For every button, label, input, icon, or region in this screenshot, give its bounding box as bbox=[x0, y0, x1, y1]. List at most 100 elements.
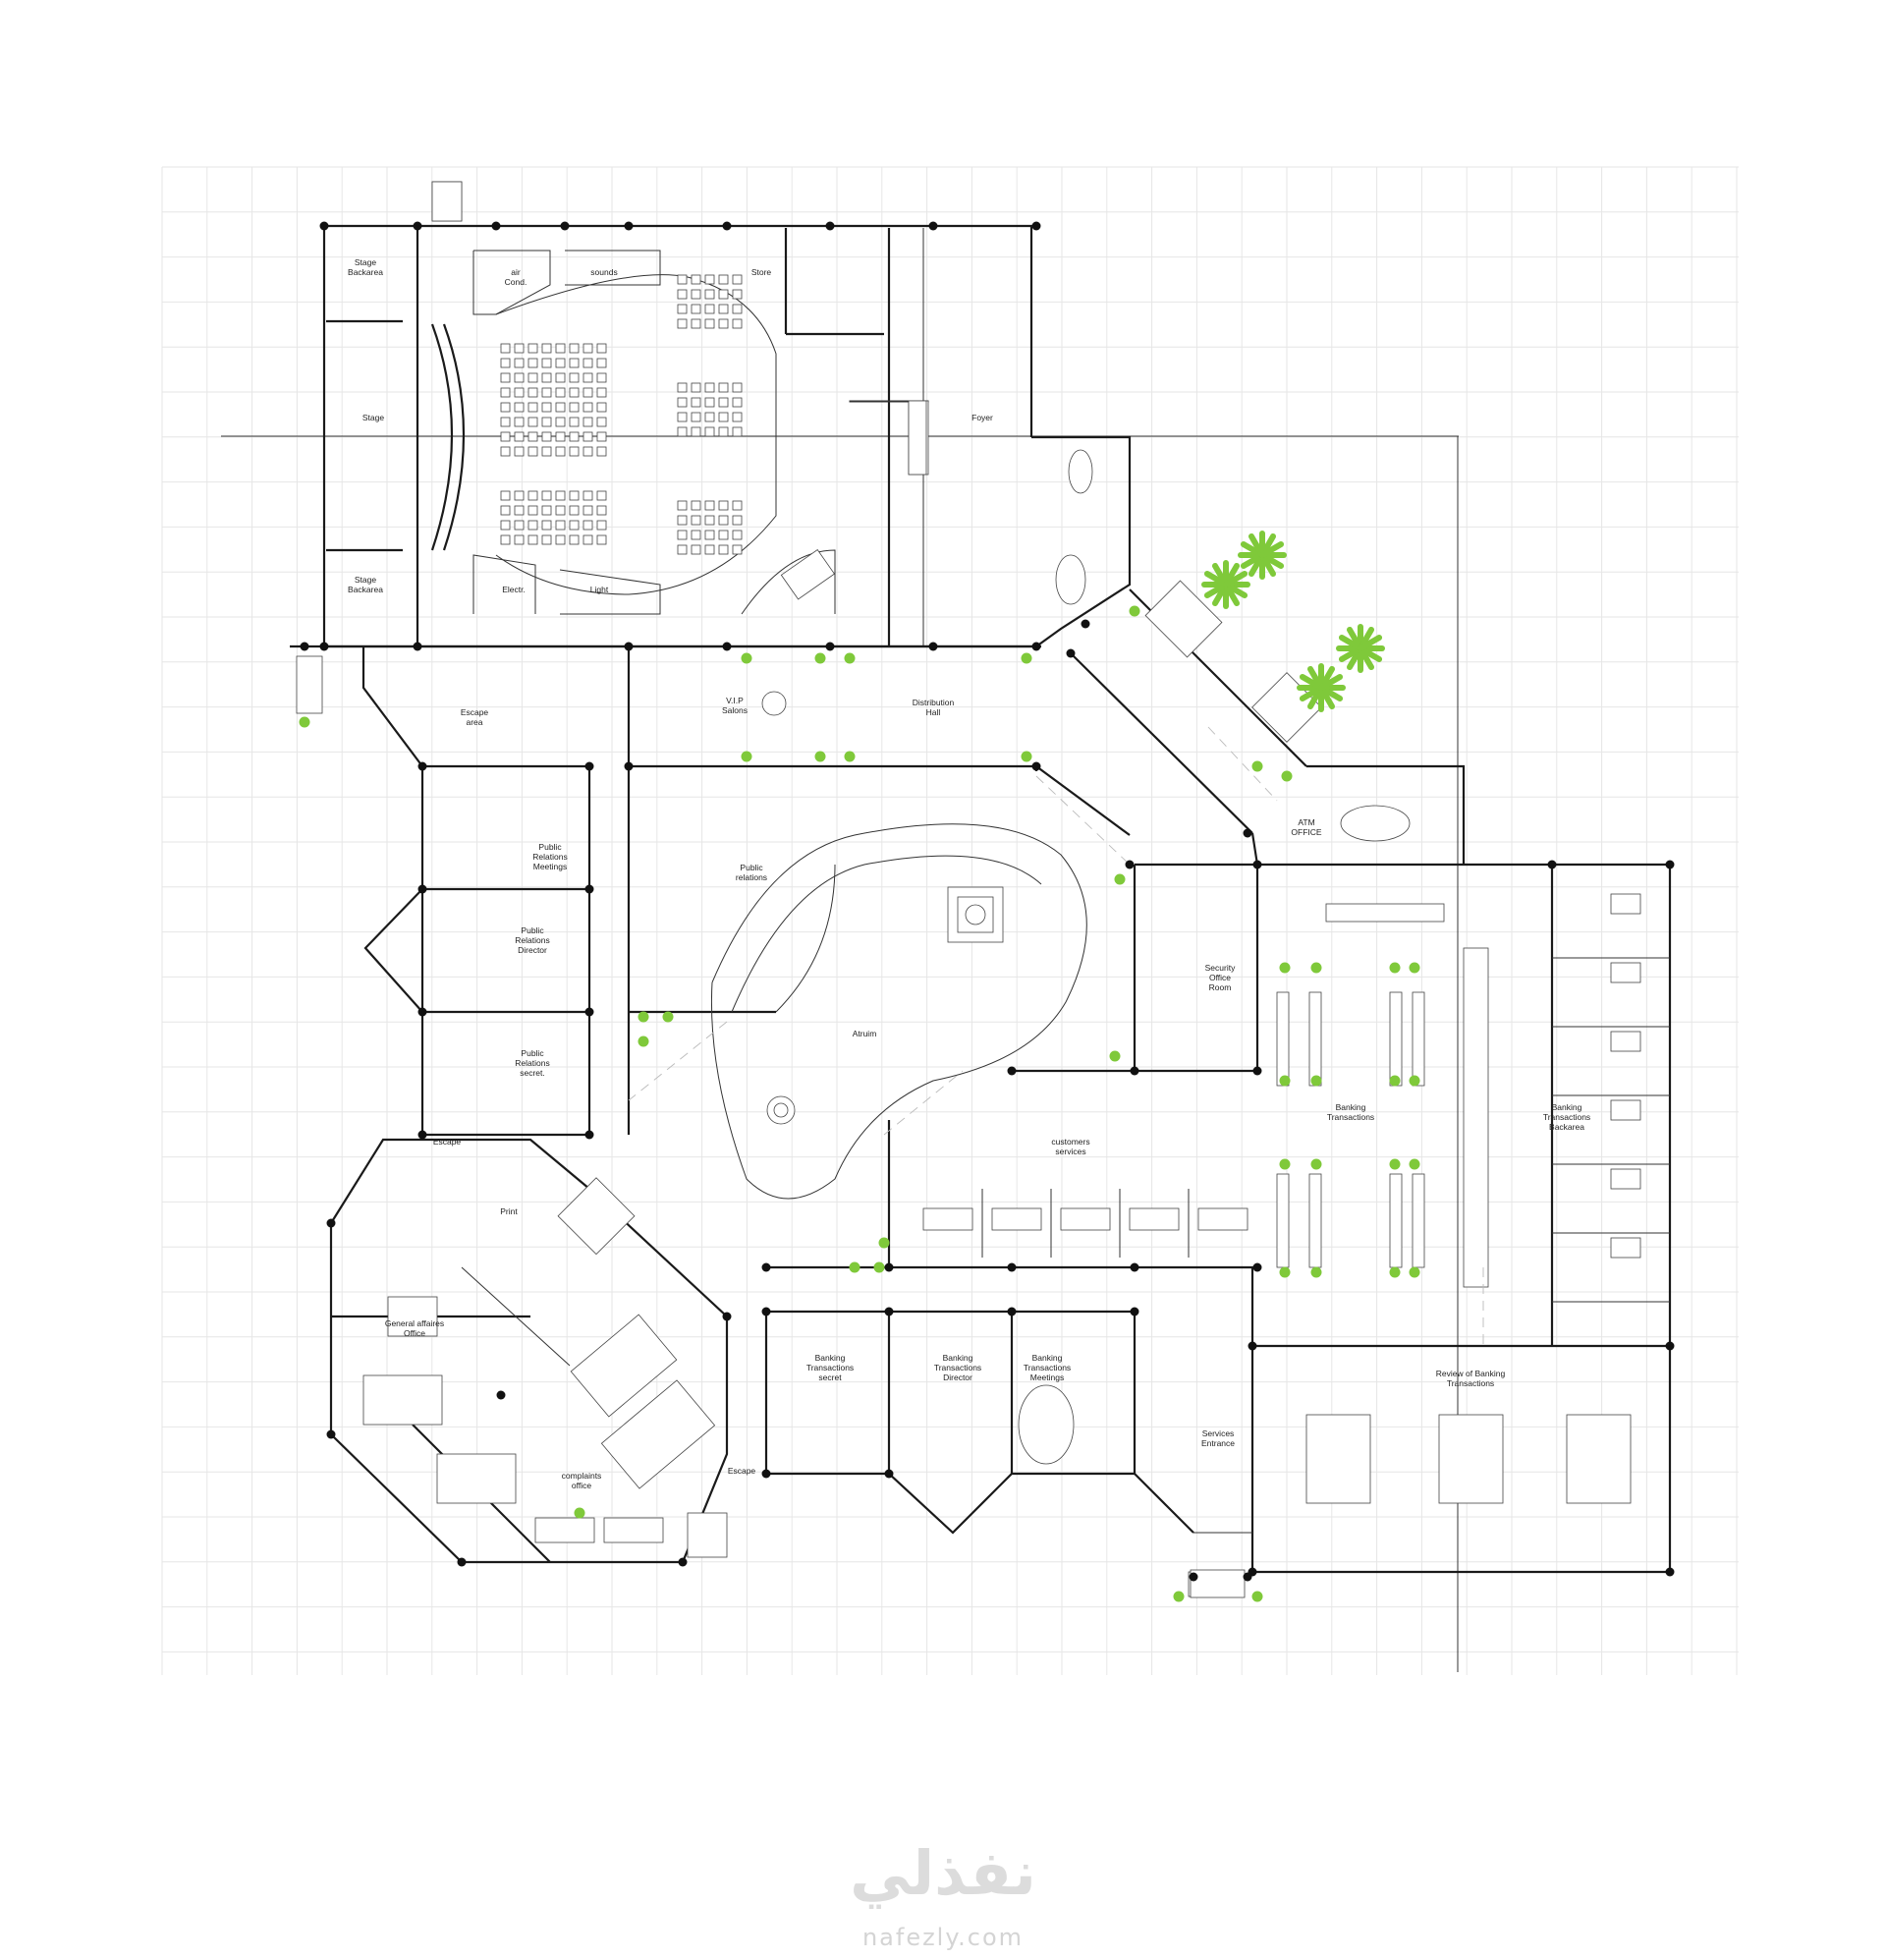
auditorium-seat bbox=[541, 372, 552, 383]
palm-frond bbox=[1259, 541, 1285, 558]
planters bbox=[299, 605, 1420, 1602]
planter bbox=[1279, 1266, 1291, 1278]
column bbox=[560, 221, 570, 231]
auditorium-seat bbox=[555, 417, 566, 427]
teller-desk bbox=[1412, 991, 1425, 1087]
auditorium-seat bbox=[704, 382, 715, 393]
auditorium-seat bbox=[569, 358, 580, 368]
auditorium-seat bbox=[555, 343, 566, 354]
column bbox=[1665, 1567, 1675, 1577]
planter bbox=[574, 1507, 585, 1519]
teller-desk bbox=[1308, 1173, 1322, 1268]
auditorium-seat bbox=[691, 412, 701, 422]
planter bbox=[1279, 1075, 1291, 1087]
auditorium-seat bbox=[555, 446, 566, 457]
room-label-electr: Electr. bbox=[502, 585, 526, 594]
teller-desk bbox=[1276, 1173, 1290, 1268]
planter bbox=[741, 652, 752, 664]
planter bbox=[1409, 962, 1420, 974]
auditorium-seat bbox=[582, 343, 593, 354]
auditorium-seat bbox=[596, 490, 607, 501]
brand-logo-arabic: نفذلي bbox=[850, 1837, 1036, 1909]
auditorium-seat bbox=[541, 505, 552, 516]
atm-wing bbox=[1070, 580, 1466, 866]
planter bbox=[1310, 962, 1322, 974]
auditorium-seat bbox=[732, 500, 743, 511]
column bbox=[1031, 761, 1041, 771]
planter bbox=[1310, 1075, 1322, 1087]
auditorium-seat bbox=[555, 505, 566, 516]
planter bbox=[1114, 873, 1126, 885]
background-grid bbox=[161, 166, 1739, 1675]
room-label-stage: Stage bbox=[362, 413, 384, 422]
auditorium-seat bbox=[691, 426, 701, 437]
auditorium-seat bbox=[704, 426, 715, 437]
palm-frond bbox=[1358, 635, 1383, 651]
auditorium-seat bbox=[596, 402, 607, 413]
auditorium-seat bbox=[514, 372, 525, 383]
auditorium-seat bbox=[704, 530, 715, 540]
auditorium-seat bbox=[718, 382, 729, 393]
auditorium-seat bbox=[596, 387, 607, 398]
auditorium-seat bbox=[569, 417, 580, 427]
room-label-sounds: sounds bbox=[590, 267, 617, 277]
auditorium-seat bbox=[527, 343, 538, 354]
auditorium-seat bbox=[677, 530, 688, 540]
planter bbox=[1251, 1591, 1263, 1602]
planter bbox=[844, 751, 856, 762]
column bbox=[928, 642, 938, 651]
column bbox=[584, 884, 594, 894]
planter bbox=[1409, 1266, 1420, 1278]
review-workstation bbox=[1566, 1414, 1632, 1504]
auditorium-seat bbox=[677, 397, 688, 408]
room-label-atruim: Atruim bbox=[853, 1029, 877, 1038]
column bbox=[584, 761, 594, 771]
column bbox=[825, 221, 835, 231]
planter bbox=[814, 751, 826, 762]
column bbox=[584, 1130, 594, 1140]
auditorium-seat bbox=[718, 289, 729, 300]
auditorium-seat bbox=[569, 431, 580, 442]
planter bbox=[1021, 652, 1032, 664]
auditorium-seat bbox=[732, 544, 743, 555]
auditorium-seat bbox=[569, 402, 580, 413]
planter bbox=[849, 1261, 860, 1273]
column bbox=[722, 221, 732, 231]
planter bbox=[1389, 1158, 1401, 1170]
auditorium-seat bbox=[691, 544, 701, 555]
auditorium-seat bbox=[541, 343, 552, 354]
room-label-escape-left: Escape bbox=[433, 1137, 462, 1147]
auditorium-seat bbox=[704, 289, 715, 300]
auditorium-seat bbox=[732, 318, 743, 329]
auditorium-seat bbox=[596, 534, 607, 545]
auditorium-seat bbox=[732, 412, 743, 422]
column bbox=[457, 1557, 467, 1567]
planter bbox=[1389, 1075, 1401, 1087]
atrium bbox=[710, 691, 1087, 1200]
auditorium-seat bbox=[500, 534, 511, 545]
auditorium-seat bbox=[569, 446, 580, 457]
auditorium-seat bbox=[582, 372, 593, 383]
column bbox=[1007, 1066, 1017, 1076]
teller-desk bbox=[1308, 991, 1322, 1087]
service-counter bbox=[1060, 1207, 1111, 1231]
auditorium-seat bbox=[596, 417, 607, 427]
auditorium-seat bbox=[555, 372, 566, 383]
auditorium-seat bbox=[527, 490, 538, 501]
auditorium-seat bbox=[541, 417, 552, 427]
auditorium-seat bbox=[514, 358, 525, 368]
auditorium-seat bbox=[596, 520, 607, 531]
auditorium-seat bbox=[569, 387, 580, 398]
auditorium-seat bbox=[500, 358, 511, 368]
auditorium-seat bbox=[718, 412, 729, 422]
column bbox=[722, 642, 732, 651]
auditorium-seat bbox=[541, 446, 552, 457]
column bbox=[1066, 648, 1076, 658]
brand-url: nafezly.com bbox=[861, 1924, 1025, 1951]
auditorium-seat bbox=[527, 358, 538, 368]
